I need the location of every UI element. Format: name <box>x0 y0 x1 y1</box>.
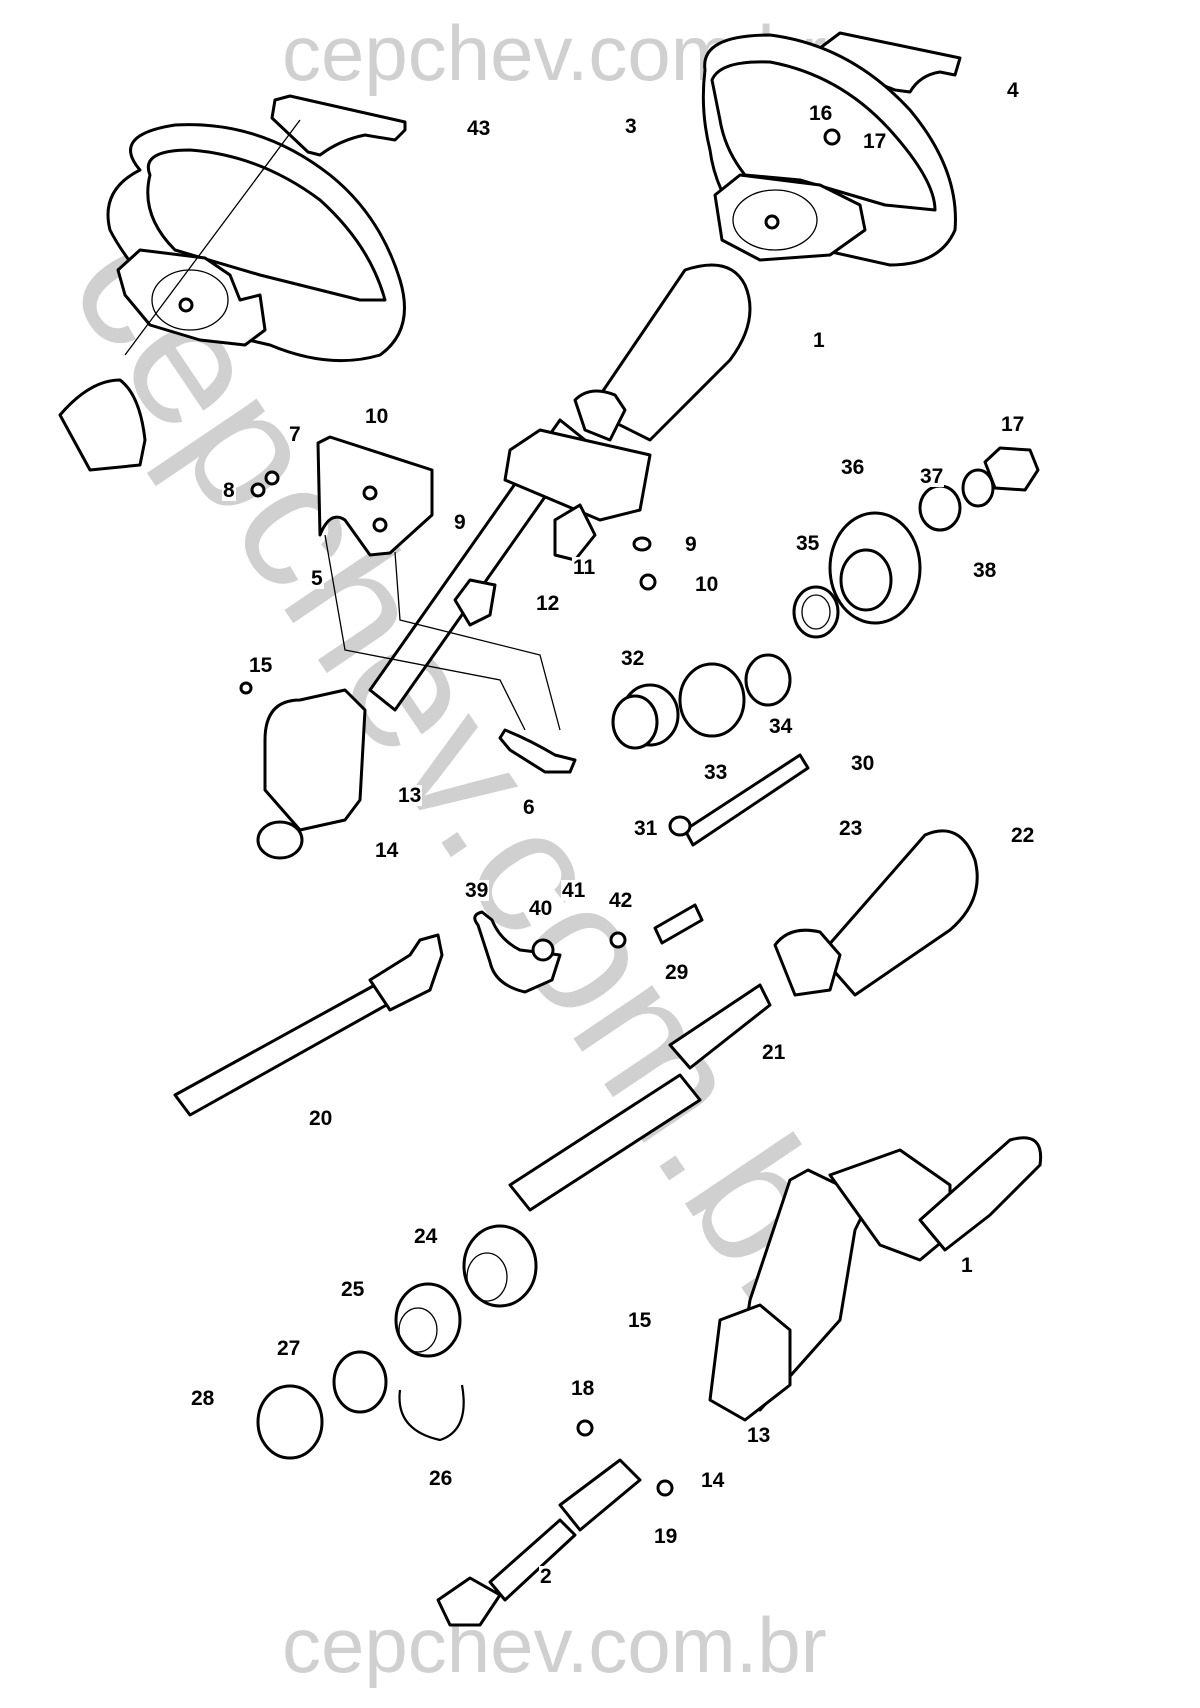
bracket-5 <box>250 435 561 731</box>
boot-13-upper <box>256 688 367 860</box>
callout-34: 34 <box>768 715 794 738</box>
spring-35 <box>792 585 840 639</box>
callout-25: 25 <box>340 1278 366 1301</box>
callout-8: 8 <box>222 479 236 502</box>
callout-16: 16 <box>808 102 834 125</box>
callout-31: 31 <box>633 817 659 840</box>
ring-38 <box>961 468 995 508</box>
callout-12: 12 <box>535 592 561 615</box>
bushing-32 <box>611 683 680 750</box>
callout-24: 24 <box>413 1225 439 1248</box>
switch-11 <box>553 503 597 562</box>
callout-22: 22 <box>1010 824 1036 847</box>
callout-17-right: 17 <box>1000 413 1026 436</box>
boot-13-lower <box>708 1303 792 1422</box>
washer-34 <box>744 653 792 707</box>
callout-4: 4 <box>1006 79 1020 102</box>
callout-30: 30 <box>850 752 876 775</box>
callout-18: 18 <box>570 1377 596 1400</box>
callout-35: 35 <box>795 532 821 555</box>
switch-12 <box>453 578 497 627</box>
seal-28 <box>256 1384 324 1460</box>
washers-9-10-right <box>632 536 657 591</box>
bearing-25 <box>394 1282 462 1358</box>
bracket-39 <box>473 910 627 994</box>
callout-15-upper: 15 <box>248 654 274 677</box>
callout-6: 6 <box>522 796 536 819</box>
callout-13-upper: 13 <box>397 784 423 807</box>
callout-20: 20 <box>308 1107 334 1130</box>
column-cover-1 <box>573 263 752 442</box>
horn-pad-43 <box>270 94 407 157</box>
callout-33: 33 <box>703 761 729 784</box>
shaft-20 <box>173 933 444 1117</box>
column-cover-top-left <box>58 378 147 472</box>
callout-29: 29 <box>664 961 690 984</box>
bolt-18 <box>576 1419 594 1437</box>
callout-28: 28 <box>190 1387 216 1410</box>
callout-42: 42 <box>608 889 634 912</box>
callout-10-left: 10 <box>364 405 390 428</box>
horn-pad-4 <box>816 31 962 94</box>
shaft-30 <box>683 753 810 847</box>
callout-23: 23 <box>838 817 864 840</box>
callout-7: 7 <box>288 423 302 446</box>
column-cover-22-23 <box>773 829 979 997</box>
callout-2: 2 <box>539 1565 553 1588</box>
screw-15-upper <box>239 681 253 695</box>
callout-1-lower: 1 <box>960 1254 974 1277</box>
callout-17-top: 17 <box>862 130 888 153</box>
clamp-6 <box>498 728 577 774</box>
callout-9-left: 9 <box>453 511 467 534</box>
clip-26 <box>398 1384 465 1442</box>
callout-39: 39 <box>464 879 490 902</box>
callout-26: 26 <box>428 1467 454 1490</box>
callout-36: 36 <box>840 456 866 479</box>
callout-1-upper: 1 <box>812 329 826 352</box>
ring-33 <box>678 662 746 738</box>
shaft-21 <box>508 983 772 1212</box>
nut-19 <box>656 1479 674 1497</box>
spring-29 <box>653 903 704 945</box>
callout-14-lower: 14 <box>700 1469 726 1492</box>
callout-9-right: 9 <box>684 533 698 556</box>
bushing-31 <box>668 815 692 837</box>
callout-11: 11 <box>572 556 597 579</box>
callout-5: 5 <box>310 567 324 590</box>
nut-17 <box>983 446 1040 492</box>
callout-19: 19 <box>653 1525 679 1548</box>
shaft-2 <box>436 1458 642 1627</box>
callout-13-lower: 13 <box>746 1424 772 1447</box>
housing-36 <box>828 511 922 625</box>
steering-column-tube <box>368 418 652 712</box>
steering-wheel-right <box>701 33 957 267</box>
callout-40: 40 <box>528 897 554 920</box>
callout-10-right: 10 <box>694 573 720 596</box>
callout-43: 43 <box>466 117 492 140</box>
callout-15-lower: 15 <box>627 1309 653 1332</box>
callout-37: 37 <box>919 465 945 488</box>
steering-wheel-left <box>106 119 406 363</box>
callout-32: 32 <box>620 647 646 670</box>
callout-38: 38 <box>972 559 998 582</box>
ring-37 <box>918 484 962 532</box>
bearing-27 <box>332 1350 388 1414</box>
watermark-bottom: cepchev.com.br <box>282 1601 827 1689</box>
callout-41: 41 <box>561 879 587 902</box>
callout-3: 3 <box>624 115 638 138</box>
callout-27: 27 <box>276 1337 302 1360</box>
callout-14-upper: 14 <box>374 839 400 862</box>
bushing-24 <box>462 1224 538 1308</box>
callout-21: 21 <box>761 1041 787 1064</box>
